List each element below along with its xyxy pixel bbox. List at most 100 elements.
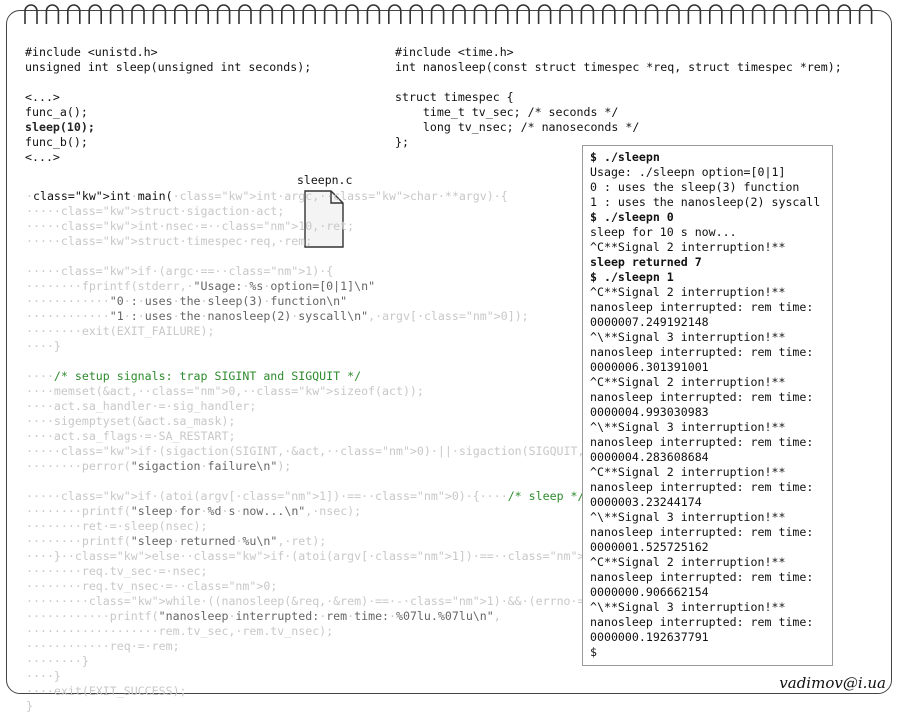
binding-ring — [259, 4, 274, 24]
binding-ring — [45, 4, 60, 24]
terminal-output-line: nanosleep interrupted: rem time: — [590, 390, 814, 404]
binding-ring — [751, 4, 766, 24]
code-line: ····} — [26, 669, 61, 683]
binding-ring — [323, 4, 338, 24]
binding-ring — [174, 4, 188, 24]
header-right-line: time_t tv_sec; /* seconds */ — [395, 105, 619, 119]
code-line: ········fprintf(stderr,·"Usage:·%s·optio… — [26, 279, 376, 293]
code-line: ····/* setup signals: trap SIGINT and SI… — [26, 369, 362, 383]
binding-ring — [537, 4, 552, 24]
terminal-output-line: nanosleep interrupted: rem time: — [590, 300, 814, 314]
terminal-output-line: nanosleep interrupted: rem time: — [590, 525, 814, 539]
binding-ring — [644, 4, 659, 24]
terminal-output-line: 0000004.283608684 — [590, 450, 709, 464]
code-line: ············"1·:·uses·the·nanosleep(2)·s… — [26, 309, 424, 323]
terminal-command-line: sleep returned 7 — [590, 255, 702, 269]
code-line: ····sigemptyset(&act.sa_mask); — [26, 414, 236, 428]
code-line: ············"0·:·uses·the·sleep(3)·funct… — [26, 294, 348, 308]
terminal-output-line: ^\**Signal 3 interruption!** — [590, 420, 786, 434]
header-right-line: #include <time.h> — [395, 45, 514, 59]
binding-ring — [430, 4, 445, 24]
terminal-output-line: Usage: ./sleepn option=[0|1] — [590, 165, 786, 179]
terminal-output-line: nanosleep interrupted: rem time: — [590, 615, 814, 629]
terminal-output-line: ^C**Signal 2 interruption!** — [590, 465, 786, 479]
binding-ring — [452, 4, 466, 24]
code-line: ········ret·=·sleep(nsec); — [26, 519, 208, 533]
code-line: ····}·· — [26, 549, 75, 563]
binding-ring — [666, 4, 680, 24]
header-left-line: <...> — [25, 150, 60, 164]
terminal-output-line: ^\**Signal 3 interruption!** — [590, 600, 786, 614]
binding-ring — [495, 4, 509, 24]
terminal-output-line: nanosleep interrupted: rem time: — [590, 570, 814, 584]
binding-ring — [109, 4, 124, 24]
file-icon — [304, 190, 344, 248]
binding-ring — [281, 4, 295, 24]
code-line: ····exit(EXIT_SUCCESS); — [26, 684, 187, 698]
terminal-output-line: ^C**Signal 2 interruption!** — [590, 375, 786, 389]
code-line: ····· — [26, 219, 61, 233]
file-name-label: sleepn.c — [297, 173, 353, 187]
terminal-output-line: 0 : uses the sleep(3) function — [590, 180, 800, 194]
binding-ring — [88, 4, 102, 24]
terminal-output-line: sleep for 10 s now... — [590, 225, 737, 239]
code-line: ····· — [26, 444, 61, 458]
terminal-output-line: nanosleep interrupted: rem time: — [590, 435, 814, 449]
code-line: ····act.sa_handler·=·sig_handler; — [26, 399, 257, 413]
code-line: ········req.tv_sec·=·nsec; — [26, 564, 208, 578]
code-line: ············req·=·rem; — [26, 639, 180, 653]
binding-ring — [131, 4, 145, 24]
terminal-output-line: $ — [590, 645, 597, 659]
terminal-output-line: 0000000.192637791 — [590, 630, 709, 644]
binding-ring — [730, 4, 744, 24]
code-line: ········· — [26, 594, 89, 608]
code-line: ········exit(EXIT_FAILURE); — [26, 324, 215, 338]
binding-ring — [67, 4, 81, 24]
terminal-output-line: ^\**Signal 3 interruption!** — [590, 330, 786, 344]
binding-ring — [195, 4, 209, 24]
code-line: ············printf("nanosleep·interrupte… — [26, 609, 501, 623]
binding-ring — [473, 4, 488, 24]
spiral-binding — [24, 4, 873, 24]
binding-ring — [623, 4, 637, 24]
binding-ring — [409, 4, 423, 24]
binding-ring — [238, 4, 252, 24]
code-line: ····memset(&act,·· — [26, 384, 152, 398]
terminal-command-line: $ ./sleepn 1 — [590, 270, 674, 284]
binding-ring — [302, 4, 316, 24]
terminal-output-line: nanosleep interrupted: rem time: — [590, 345, 814, 359]
binding-ring — [345, 4, 359, 24]
binding-ring — [687, 4, 702, 24]
code-line: ····· — [26, 204, 61, 218]
header-left-line: <...> — [25, 90, 60, 104]
terminal-output-line: 0000007.249192148 — [590, 315, 709, 329]
terminal-output-line: ^C**Signal 2 interruption!** — [590, 555, 786, 569]
header-left-line: func_b(); — [25, 135, 88, 149]
code-line: ········perror("sigaction·failure\n"); — [26, 459, 292, 473]
binding-ring — [580, 4, 595, 24]
binding-ring — [516, 4, 530, 24]
code-line: ········req.tv_nsec·=·· — [26, 579, 187, 593]
header-right-line: }; — [395, 135, 409, 149]
header-right-code: #include <time.h> int nanosleep(const st… — [395, 45, 842, 150]
binding-ring — [837, 4, 851, 24]
code-line: ····act.sa_flags·=·SA_RESTART; — [26, 429, 236, 443]
code-line: ···················rem.tv_sec,·rem.tv_ns… — [26, 624, 334, 638]
binding-ring — [794, 4, 809, 24]
code-line: · — [26, 189, 33, 203]
code-line: ····· — [26, 264, 61, 278]
binding-ring — [152, 4, 167, 24]
terminal-output-line: 1 : uses the nanosleep(2) syscall — [590, 195, 821, 209]
header-right-line: struct timespec { — [395, 90, 514, 104]
header-right-line: long tv_nsec; /* nanoseconds */ — [395, 120, 640, 134]
header-left-line: sleep(10); — [25, 120, 95, 134]
binding-ring — [216, 4, 231, 24]
code-line: ····· — [26, 489, 61, 503]
header-left-line: unsigned int sleep(unsigned int seconds)… — [25, 60, 312, 74]
binding-ring — [388, 4, 402, 24]
terminal-output-line: 0000001.525725162 — [590, 540, 709, 554]
author-signature: vadimov@i.ua — [779, 674, 886, 692]
binding-ring — [602, 4, 616, 24]
code-line: } — [26, 699, 33, 713]
